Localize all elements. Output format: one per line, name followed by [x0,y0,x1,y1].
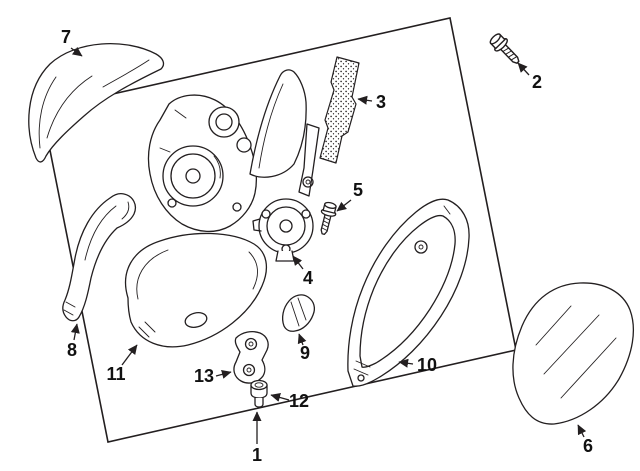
bracket-outline [62,192,137,322]
leader-line-4 [292,255,304,270]
leader-line-10 [398,358,414,368]
callout-label-8: 8 [67,340,77,360]
callout-label-2: 2 [532,72,542,92]
callout-label-12: 12 [289,391,309,411]
base-boss-right [232,202,242,212]
bracket-detail-lines [63,201,130,316]
part-12-sensor-plug [250,379,268,408]
leader-line-11 [121,344,138,366]
callout-label-13: 13 [194,366,214,386]
frame-foot-lines [353,205,451,376]
part-10-housing-frame [347,198,470,387]
part-11-housing-shell [124,232,268,348]
gear-outer [208,106,240,138]
plug-nub [254,397,264,408]
actuator-notch [252,218,262,232]
callout-13[interactable]: 13 [194,366,232,386]
callout-label-1: 1 [252,445,262,465]
cover-piece-outline [282,294,315,332]
gasket-outline [319,56,360,164]
callout-label-4: 4 [303,268,313,288]
cover-detail-lines [38,59,150,149]
part-3-gasket-strip [319,56,360,164]
callout-label-6: 6 [583,436,593,456]
callout-label-11: 11 [106,364,125,384]
bracket13-hole-bottom-inner [246,367,252,373]
base-boss-left [167,198,177,208]
leader-line-8 [70,323,80,341]
mirror-mount-assembly [147,69,320,233]
callout-12[interactable]: 12 [270,391,309,411]
gear-small [236,137,252,153]
leader-line-6 [577,424,587,438]
side-strip-outline [298,123,320,197]
pivot-ring-middle [170,153,216,199]
bracket13-hole-bottom [242,363,256,377]
part-9-cover-piece [282,294,315,332]
pivot-ring-outer [162,145,224,207]
plug-head [250,379,268,391]
callout-4[interactable]: 4 [292,255,313,288]
callout-5[interactable]: 5 [336,180,363,212]
part-8-inner-bracket [62,192,137,322]
leader-line-2 [517,62,530,76]
pivot-ring-center [185,168,201,184]
bracket13-hole-top [244,337,258,351]
leader-line-3 [357,95,373,105]
callout-7[interactable]: 7 [61,27,83,57]
side-strip-hole [302,176,314,188]
leader-line-5 [336,199,352,212]
part-7-mirror-cover-cap [28,43,165,163]
gear-inner [215,113,233,131]
callout-label-10: 10 [417,355,437,375]
sail-bracket-outline [249,69,307,178]
callout-11[interactable]: 11 [106,344,138,384]
glass-reflection-lines [535,305,617,399]
actuator-boss-2 [261,209,271,219]
glass-outline [512,282,635,425]
callout-9[interactable]: 9 [297,333,310,363]
part-13-mounting-bracket [233,331,269,384]
actuator-hub [279,219,293,233]
cover-piece-ribs [290,297,307,327]
shell-inner-lines [136,249,258,338]
part-6-mirror-glass [512,282,635,425]
base-detail-lines [159,109,221,179]
plug-head-inner [254,382,264,388]
cover-outline [28,43,165,163]
frame-inner-cutout [359,214,456,368]
callout-label-7: 7 [61,27,71,47]
callout-8[interactable]: 8 [67,323,80,360]
frame-outline [347,198,470,387]
callout-label-3: 3 [376,92,386,112]
actuator-connector [275,250,295,262]
callout-3[interactable]: 3 [357,92,386,112]
callout-6[interactable]: 6 [577,424,593,456]
sail-inner-line [258,83,284,169]
callout-1[interactable]: 1 [252,411,262,465]
callout-label-9: 9 [300,343,310,363]
leader-line-12 [270,393,290,402]
bracket13-outline [233,331,269,384]
frame-foot-hole [357,374,365,382]
callout-10[interactable]: 10 [398,355,437,375]
shell-hole [184,312,208,328]
bracket13-hole-top-inner [248,341,254,347]
frame-grommet [414,240,428,254]
shell-outline [124,232,268,348]
part-2-screw [486,30,525,69]
side-strip-hole-inner [305,179,311,185]
part-5-screw [315,200,339,237]
callout-label-5: 5 [353,180,363,200]
leader-line-7 [70,46,83,57]
actuator-boss-1 [301,209,311,219]
leader-line-13 [215,369,232,379]
frame-grommet-inner [418,244,424,250]
callout-2[interactable]: 2 [517,62,542,92]
leader-line-9 [297,333,307,346]
